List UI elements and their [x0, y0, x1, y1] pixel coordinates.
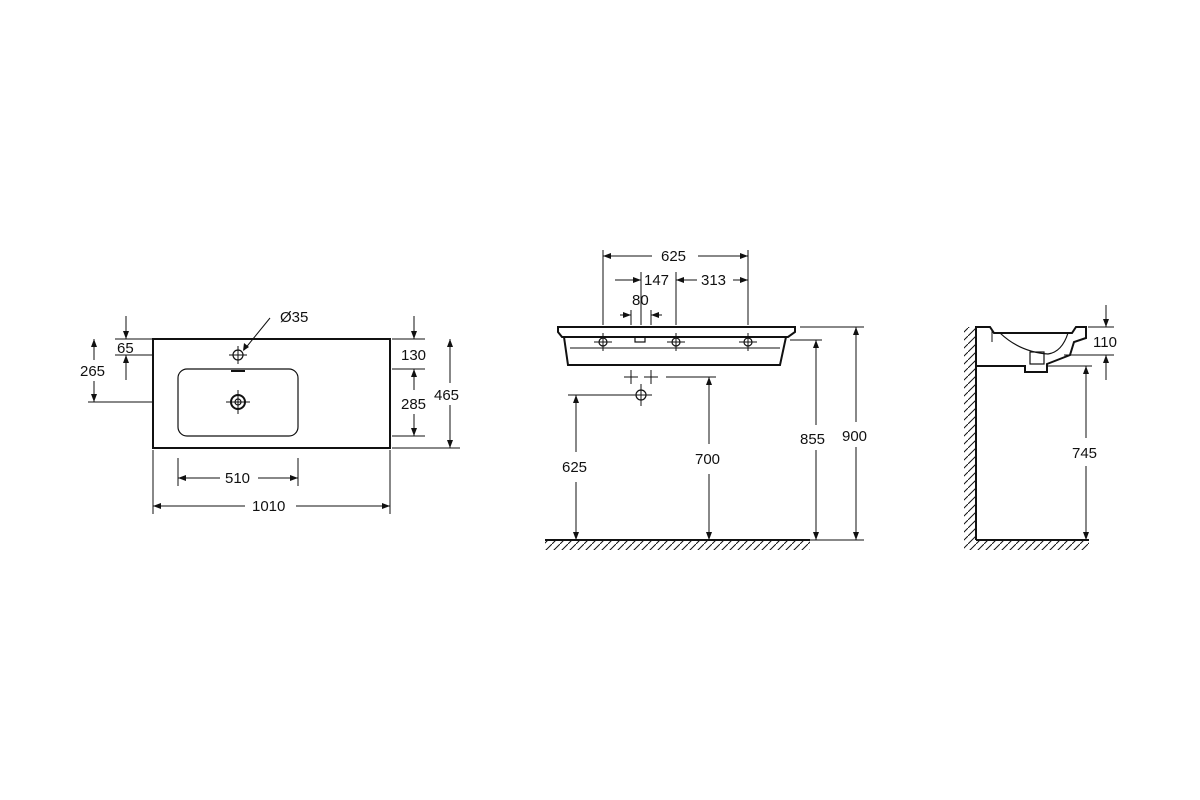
- fixing-span-label: 625: [661, 248, 686, 265]
- basin-front-offset-label: 265: [80, 363, 105, 380]
- left-offset-label: 147: [644, 272, 669, 289]
- side-floor-hatch: [964, 540, 1089, 550]
- drain-icon: [226, 390, 250, 414]
- front-floor-hatch: [545, 540, 810, 550]
- tap-hole-icon: [229, 346, 247, 364]
- dim-basin-width: 510: [177, 458, 299, 487]
- basin-depth-label: 285: [401, 396, 426, 413]
- underside-height-label: 745: [1072, 445, 1097, 462]
- dim-basin-front-offset: 265: [80, 339, 152, 403]
- dim-rim-height: 900: [800, 326, 867, 541]
- side-basin-profile: [975, 326, 1087, 373]
- basin-bottom-height-label: 855: [800, 431, 825, 448]
- dim-tap-offset: 65: [115, 316, 152, 380]
- dim-basin-depth: 285: [392, 369, 426, 437]
- dim-offsets: 147 313: [615, 272, 748, 325]
- tap-to-basin-label: 130: [401, 347, 426, 364]
- trap-height-label: 700: [695, 451, 720, 468]
- basin-width-label: 510: [225, 470, 250, 487]
- dim-fixing-span: 625: [602, 248, 749, 325]
- front-basin-body: [563, 336, 787, 366]
- front-overflow-icon: [634, 336, 646, 343]
- fixing-hole-center-icon: [667, 333, 685, 351]
- dim-hole-diameter: Ø35: [243, 309, 308, 351]
- top-view-outline: [152, 338, 391, 449]
- dim-underside-height: 745: [1048, 365, 1097, 540]
- rim-thickness-label: 110: [1093, 334, 1117, 351]
- side-wall-hatch: [964, 327, 976, 540]
- dim-basin-bottom-height: 855: [790, 339, 825, 540]
- dim-trap-height: 700: [666, 376, 720, 540]
- right-offset-label: 313: [701, 272, 726, 289]
- front-view: 625 147 313 80: [545, 248, 867, 550]
- rim-height-label: 900: [842, 428, 867, 445]
- dim-overall-depth: 465: [392, 339, 460, 449]
- waste-marker-left-icon: [624, 370, 638, 384]
- fixing-hole-right-icon: [739, 333, 757, 351]
- dim-tap-to-basin: 130: [392, 316, 426, 370]
- tap-offset-label: 65: [117, 340, 134, 357]
- dim-rim-thickness: 110: [1064, 305, 1117, 380]
- dim-waste-height: 625: [562, 394, 630, 540]
- waste-height-label: 625: [562, 459, 587, 476]
- side-basin-bowl: [999, 332, 1069, 355]
- top-view-basin: [177, 368, 299, 437]
- overall-width-label: 1010: [252, 498, 285, 515]
- waste-width-label: 80: [632, 292, 649, 309]
- front-rim: [557, 326, 796, 338]
- top-view: Ø35 65 265 130: [80, 309, 460, 515]
- waste-marker-right-icon: [644, 370, 658, 384]
- dim-waste-width: 80: [620, 292, 662, 325]
- side-drain-icon: [1029, 351, 1045, 365]
- side-view: 110 745: [964, 305, 1117, 550]
- overall-depth-label: 465: [434, 387, 459, 404]
- dim-overall-width: 1010: [152, 450, 391, 515]
- fixing-hole-left-icon: [594, 333, 612, 351]
- trap-outlet-icon: [630, 384, 652, 406]
- hole-diameter-label: Ø35: [280, 309, 308, 326]
